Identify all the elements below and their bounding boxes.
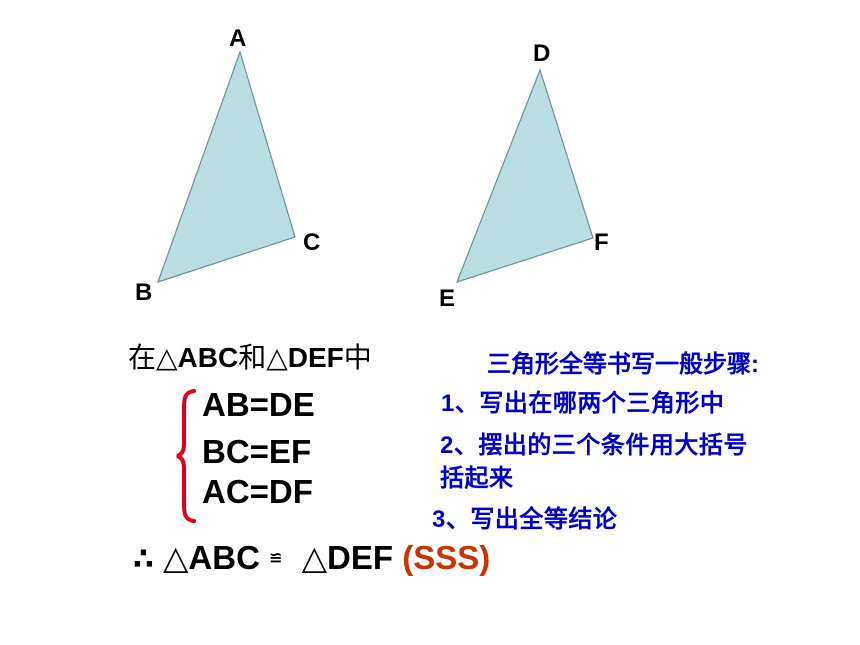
triangle-def	[455, 68, 594, 283]
intro-prefix: 在	[128, 342, 157, 373]
step-3: 3、写出全等结论	[432, 506, 618, 533]
conclusion-lhs: △ABC	[163, 539, 260, 576]
therefore-symbol: ∴	[133, 543, 154, 576]
left-brace	[176, 389, 196, 523]
equation-bc-ef: BC=EF	[202, 433, 312, 470]
proof-intro: 在△ABC和△DEF中	[128, 336, 372, 376]
intro-triangle-def: △DEF	[266, 342, 344, 373]
intro-mid: 和	[238, 342, 267, 373]
vertex-label-a: A	[229, 25, 247, 52]
step-2-line-1: 2、摆出的三个条件用大括号	[440, 432, 748, 459]
vertex-label-c: C	[303, 229, 321, 256]
conclusion-reason: (SSS)	[402, 539, 491, 576]
equation-ab-de: AB=DE	[202, 386, 315, 423]
vertex-label-e: E	[439, 285, 456, 312]
step-1: 1、写出在哪两个三角形中	[441, 390, 725, 417]
vertex-label-d: D	[533, 40, 551, 67]
congruent-symbol: ≌	[269, 550, 283, 567]
triangle-abc	[157, 50, 296, 283]
intro-triangle-abc: △ABC	[156, 342, 239, 373]
equation-ac-df: AC=DF	[202, 473, 313, 510]
vertex-label-b: B	[135, 279, 153, 306]
intro-suffix: 中	[343, 342, 372, 373]
conclusion: ∴ △ABC ≌ △DEF (SSS)	[133, 538, 490, 577]
step-2-line-2: 括起来	[440, 465, 514, 492]
vertex-label-f: F	[594, 229, 609, 256]
conclusion-rhs: △DEF	[301, 539, 394, 576]
steps-title: 三角形全等书写一般步骤:	[487, 351, 759, 378]
